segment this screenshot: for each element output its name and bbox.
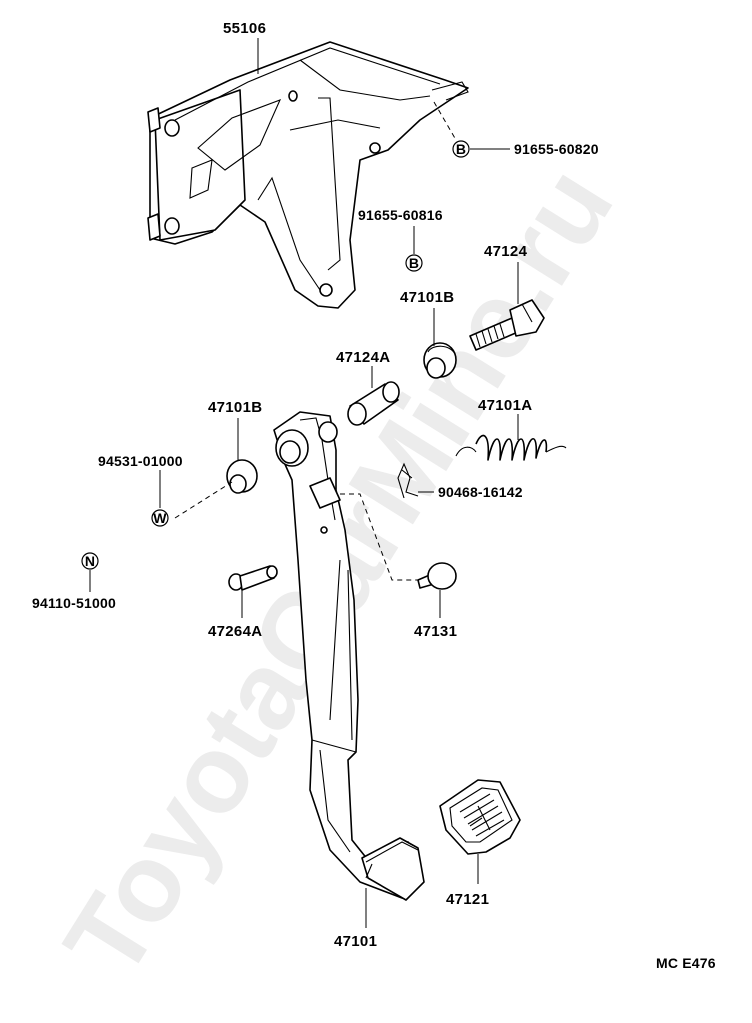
brake-pedal [273,411,425,901]
label-bracket: 55106 [223,20,266,37]
dash-clevis [340,493,418,581]
dash-w [174,481,233,519]
clevis-pin [417,562,457,590]
label-bracket-bolt-upper: 91655-60820 [514,141,599,157]
symbol-n: N [81,552,99,570]
symbol-b-upper: B [452,140,470,158]
leader-lines [89,38,519,928]
label-nut: 94110-51000 [32,595,116,611]
bolt [469,299,545,351]
label-collar: 47124A [336,349,390,366]
symbol-w-letter: W [153,510,167,526]
label-washer: 94531-01000 [98,453,183,469]
label-clevis-pin: 47131 [414,623,457,640]
label-clip: 90468-16142 [438,484,523,500]
dash-b-upper [433,101,457,141]
bushing-left [226,459,258,494]
label-pedal-pad: 47121 [446,891,489,908]
label-spring: 47101A [478,397,532,414]
diagram-code: MC E476 [656,955,716,971]
label-pin: 47264A [208,623,262,640]
symbol-b-upper-letter: B [456,141,466,157]
label-bushing-left: 47101B [208,399,262,416]
pedal-pad [439,779,521,855]
label-bracket-bolt-lower: 91655-60816 [358,207,443,223]
bushing-upper [423,342,457,379]
label-bolt: 47124 [484,243,528,260]
pin [228,565,278,591]
symbol-b-lower: B [405,254,423,272]
symbol-w: W [151,509,169,527]
label-pedal: 47101 [334,933,377,950]
clip [397,462,419,499]
label-bushing-upper: 47101B [400,289,454,306]
symbol-n-letter: N [85,553,95,569]
collar [347,381,400,426]
symbol-b-lower-letter: B [409,255,419,271]
return-spring [455,434,567,461]
pedal-bracket [147,41,469,309]
